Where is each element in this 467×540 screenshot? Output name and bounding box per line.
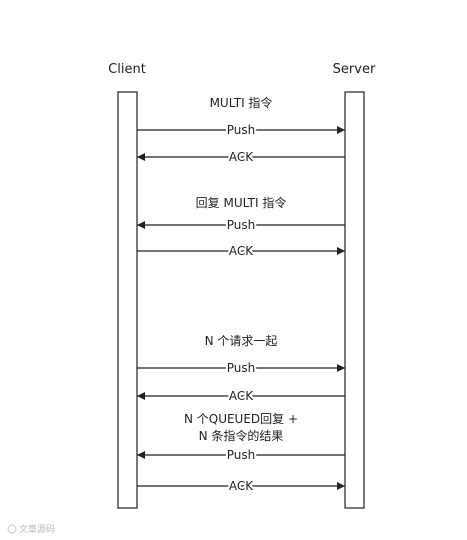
note-multi-command: MULTI 指令 xyxy=(210,95,273,110)
message-5: Push xyxy=(137,359,345,377)
client-label: Client xyxy=(108,62,146,77)
note-queued-reply-line-2: N 条指令的结果 xyxy=(199,428,284,443)
message-3: Push xyxy=(137,216,345,234)
watermark-text: 文章源码 xyxy=(19,523,55,535)
message-4: ACK xyxy=(137,242,345,260)
message-label: Push xyxy=(227,448,256,462)
note-queued-reply-line-1: N 个QUEUED回复 + xyxy=(184,412,298,426)
message-label: Push xyxy=(227,218,256,232)
message-2: ACK xyxy=(137,148,345,166)
server-label: Server xyxy=(333,62,376,77)
message-7: Push xyxy=(137,446,345,464)
message-8: ACK xyxy=(137,477,345,495)
message-1: Push xyxy=(137,121,345,139)
server-lifeline xyxy=(344,91,365,509)
message-label: ACK xyxy=(229,479,254,493)
watermark-logo-icon xyxy=(7,524,17,534)
message-label: Push xyxy=(227,361,256,375)
note-multi-reply: 回复 MULTI 指令 xyxy=(196,195,287,210)
message-label: ACK xyxy=(229,150,254,164)
message-6: ACK xyxy=(137,387,345,405)
watermark: 文章源码 xyxy=(7,523,55,535)
message-label: Push xyxy=(227,123,256,137)
message-label: ACK xyxy=(229,389,254,403)
note-n-requests: N 个请求一起 xyxy=(205,334,278,348)
message-label: ACK xyxy=(229,244,254,258)
client-lifeline xyxy=(117,91,138,509)
